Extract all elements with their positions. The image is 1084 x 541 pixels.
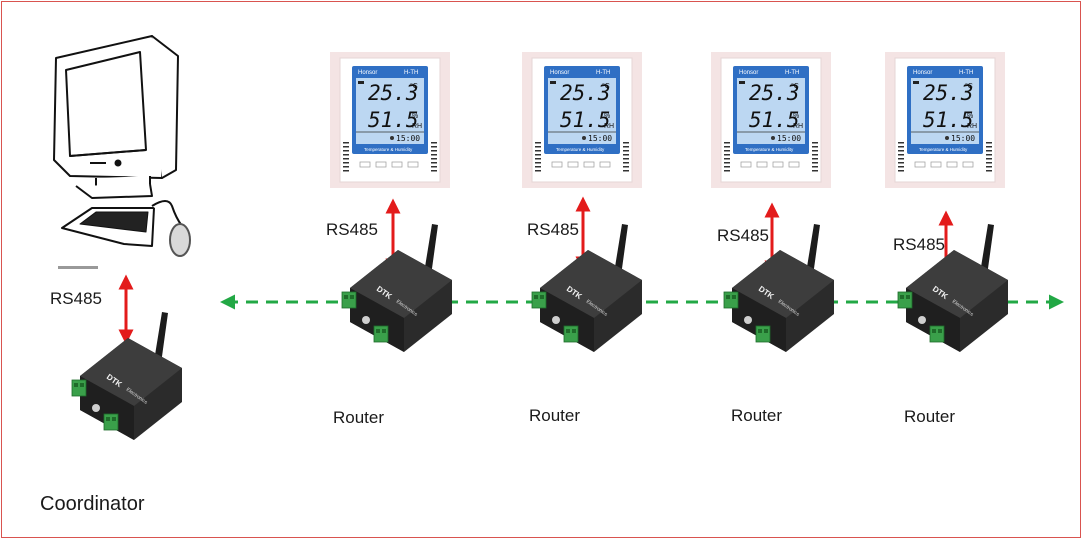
computer-icon: [53, 35, 191, 257]
router-module-icon-1: [341, 223, 453, 353]
sensor-display-2: [521, 51, 643, 189]
router-4-rs485-label: RS485: [893, 235, 945, 254]
sensor-display-1: [329, 51, 451, 189]
coordinator-rs485-label: RS485: [50, 289, 102, 308]
router-2-label: Router: [529, 406, 581, 425]
coordinator-label: Coordinator: [40, 493, 145, 515]
sensor-display-4: [884, 51, 1006, 189]
router-1-label: Router: [333, 408, 385, 427]
sensor-display-3: [710, 51, 832, 189]
router-4-label: Router: [904, 407, 956, 426]
caption-line: [58, 266, 98, 269]
router-3-label: Router: [731, 406, 783, 425]
router-1-rs485-label: RS485: [326, 220, 378, 239]
router-3-rs485-label: RS485: [717, 226, 769, 245]
router-module-icon-2: [531, 223, 643, 353]
router-2-rs485-label: RS485: [527, 220, 579, 239]
